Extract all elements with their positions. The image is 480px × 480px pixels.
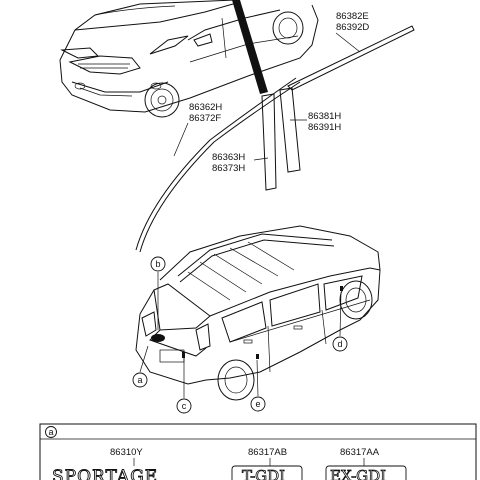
part-label: 86382E	[336, 11, 369, 22]
callout-a: a	[137, 375, 142, 385]
emblem-sportage: SPORTAGE	[52, 467, 158, 480]
table-section-a: a	[48, 427, 53, 437]
emblem-exgdi: EX-GDI	[330, 467, 386, 480]
part-labels-upper: 86382E 86392D 86362H 86372F 86381H 86391…	[173, 11, 369, 174]
part-label: 86392D	[336, 22, 369, 33]
callout-c: c	[182, 401, 187, 411]
part-label-86317AA: 86317AA	[340, 447, 380, 458]
part-label: 86391H	[308, 122, 341, 133]
part-label: 86373H	[212, 163, 245, 174]
part-label: 86363H	[212, 152, 245, 163]
callout-e: e	[255, 399, 260, 409]
part-label-86310Y: 86310Y	[110, 447, 143, 458]
part-label: 86362H	[189, 102, 222, 113]
roof-moulding-strips	[135, 25, 415, 253]
callout-b: b	[155, 259, 160, 269]
front-vehicle-illustration	[59, 0, 319, 118]
callouts: b a c d e	[132, 256, 348, 414]
part-label-86317AB: 86317AB	[248, 447, 287, 458]
emblem-table: a 86310Y 86317AB 86317AA SPORTAGE T-GDI …	[39, 423, 477, 480]
emblem-tgdi: T-GDI	[242, 467, 285, 480]
part-label: 86381H	[308, 111, 341, 122]
callout-d: d	[337, 339, 342, 349]
rear-vehicle-illustration	[135, 225, 381, 401]
part-label: 86372F	[189, 113, 221, 124]
